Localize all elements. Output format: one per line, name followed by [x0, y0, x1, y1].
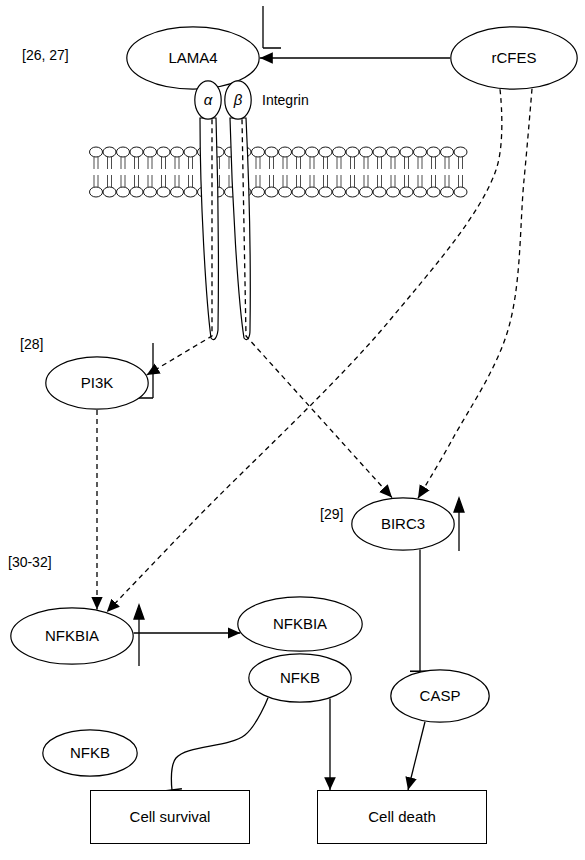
integrin-subunit: α [194, 80, 222, 120]
node-label: NFKBIA [45, 628, 99, 645]
integrin-subunit: β [224, 80, 252, 120]
protein-ellipse: BIRC3 [351, 497, 455, 551]
indirect-arrow [107, 89, 502, 612]
indirect-arrow [147, 119, 212, 375]
node-label: rCFES [492, 50, 537, 67]
node-label: Cell survival [130, 809, 211, 826]
reference-number: [26, 27] [22, 48, 69, 63]
outcome-box: Cell death [317, 790, 487, 844]
protein-ellipse: NFKB [42, 729, 138, 777]
node-label: Cell death [368, 809, 436, 826]
treatment-ellipse: rCFES [450, 26, 578, 90]
reference-number: [28] [20, 337, 43, 352]
protein-ellipse: NFKBIA [10, 607, 134, 665]
reference-number: [29] [320, 507, 343, 522]
integrin-stalks [200, 118, 250, 340]
indirect-arrow [242, 119, 392, 497]
protein-ellipse: CASP [390, 669, 490, 723]
activation-arrow [408, 722, 425, 790]
activation-arrow [134, 632, 241, 633]
node-label: LAMA4 [168, 50, 217, 67]
node-label: PI3K [81, 375, 114, 392]
activation-arrow [260, 57, 450, 58]
indirect-arrow [418, 89, 532, 498]
inhibition-line [171, 698, 268, 790]
cell-membrane [90, 147, 468, 197]
node-label: BIRC3 [381, 516, 425, 533]
reference-number: [30-32] [8, 555, 52, 570]
outcome-box: Cell survival [90, 790, 250, 844]
node-label: NFKBIA [273, 616, 327, 633]
level-indicators [131, 6, 464, 666]
complex-ellipse: NFKB [248, 653, 352, 703]
part-name: Integrin [262, 93, 309, 108]
node-label: β [234, 92, 243, 109]
protein-ellipse: PI3K [45, 356, 149, 410]
complex-ellipse: NFKBIA [237, 596, 363, 652]
node-label: α [204, 92, 213, 109]
inhibition-line [419, 550, 420, 672]
indirect-arrow [96, 410, 97, 609]
node-label: CASP [420, 688, 461, 705]
activation-arrow [329, 698, 330, 790]
node-label: NFKB [70, 745, 110, 762]
node-label: NFKB [280, 670, 320, 687]
